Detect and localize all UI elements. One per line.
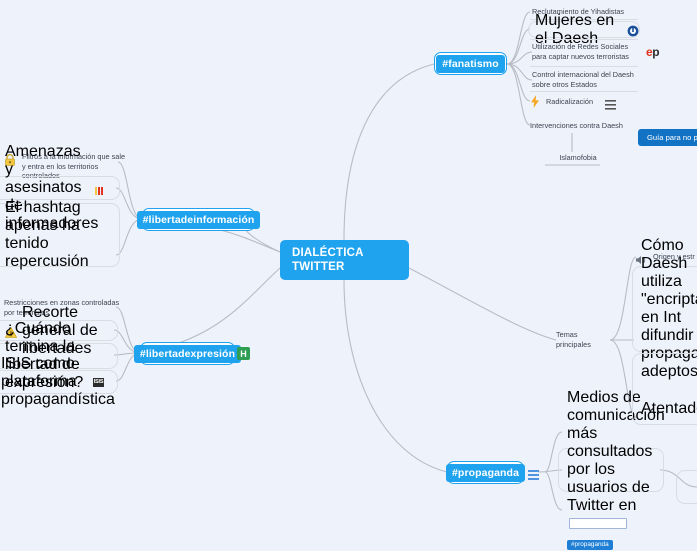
leaf-label: Control internacional del Daesh sobre ot… bbox=[532, 70, 634, 89]
leaf-label: Medios de comunicación más consultados p… bbox=[567, 389, 665, 514]
leaf-label: El hashtag apenas ha tenido repercusión bbox=[5, 199, 89, 270]
leaf-label: Temas principales bbox=[556, 330, 591, 349]
leaf-label: Filtros a la información que sale y entr… bbox=[22, 152, 126, 181]
leaf-card[interactable]: ¿Cuándo termina la libertad de expresión… bbox=[0, 320, 118, 391]
branch-node-libertadexpresion[interactable]: #libertadexpresión bbox=[133, 342, 242, 365]
central-node-line1: DIALÉCTICA bbox=[292, 247, 364, 259]
leaf-label: Atentados bbox=[641, 400, 697, 417]
leaf-label: Islamofobia bbox=[559, 153, 597, 163]
leaf-item[interactable]: Filtros a la información que sale y entr… bbox=[4, 152, 130, 180]
leaf-label: Mujeres en el Daesh bbox=[535, 11, 615, 47]
branch-label-fanatismo: #fanatismo bbox=[436, 54, 505, 73]
propaganda-tag[interactable]: #propaganda bbox=[567, 539, 613, 550]
leaf-label: ¿Cuándo termina la libertad de expresión… bbox=[5, 320, 84, 391]
guia-cta-button[interactable]: Guía para no parec bbox=[638, 129, 697, 146]
h-badge-icon[interactable]: H bbox=[237, 347, 250, 360]
branch-label-libertadeinformacion: #libertadeinformación bbox=[136, 210, 261, 229]
leaf-item[interactable]: Utilización de Redes Sociales para capta… bbox=[532, 42, 680, 62]
leaf-divider bbox=[530, 39, 638, 40]
leaf-item[interactable]: Intervenciones contra Daesh bbox=[530, 119, 650, 132]
leaf-label: Reclutamiento de Yihadistas bbox=[532, 7, 625, 17]
leaf-card[interactable]: Medios de comunicación más consultados p… bbox=[558, 389, 665, 550]
guia-cta-label: Guía para no parec bbox=[647, 133, 697, 142]
leaf-item[interactable]: Radicalización bbox=[530, 94, 642, 110]
branch-label-propaganda: #propaganda bbox=[445, 463, 526, 482]
leaf-item[interactable]: Control internacional del Daesh sobre ot… bbox=[532, 70, 644, 90]
speaker-icon bbox=[636, 252, 647, 264]
leaf-label: ISIS como plataforma propagandística bbox=[1, 355, 115, 408]
target-icon bbox=[627, 24, 639, 36]
leaf-card[interactable]: Atentados bbox=[632, 353, 697, 425]
leaf-card[interactable]: ISIS como plataforma propagandística ISI… bbox=[0, 355, 118, 408]
branch-label-libertadexpresion: #libertadexpresión bbox=[133, 344, 242, 363]
leaf-label: Utilización de Redes Sociales para capta… bbox=[532, 42, 629, 61]
leaf-card[interactable]: Mujeres en el Daesh bbox=[528, 12, 640, 47]
leaf-item[interactable]: Reclutamiento de Yihadistas bbox=[532, 5, 644, 19]
leaf-label: Amenazas y asesinatos de informadores bbox=[5, 143, 99, 232]
leaf-item[interactable]: Islamofobia bbox=[548, 152, 608, 164]
list-icon[interactable] bbox=[605, 97, 617, 110]
leaf-card[interactable]: Recorte general de libertades bbox=[0, 304, 118, 357]
central-node[interactable]: DIALÉCTICA TWITTER bbox=[280, 240, 409, 280]
leaf-card[interactable] bbox=[676, 470, 697, 504]
leaf-card[interactable]: Amenazas y asesinatos de informadores bbox=[0, 143, 120, 232]
leaf-card[interactable]: El hashtag apenas ha tenido repercusión bbox=[0, 199, 120, 270]
leaf-card[interactable]: Cómo Daesh utiliza "encriptado" en Int d… bbox=[632, 237, 697, 380]
branch-node-libertadeinformacion[interactable]: #libertadeinformación bbox=[136, 208, 261, 231]
leaf-divider bbox=[530, 66, 638, 67]
isis-icon: ISIS bbox=[93, 377, 104, 387]
warning-icon bbox=[4, 325, 18, 338]
leaf-label: Intervenciones contra Daesh bbox=[530, 120, 623, 130]
leaf-item-temas-principales[interactable]: Temas principales bbox=[556, 330, 612, 349]
leaf-label: Origen y estr bbox=[653, 252, 695, 262]
leaf-label: Restricciones en zonas controladas por t… bbox=[4, 298, 120, 317]
leaf-label: Recorte general de libertades bbox=[22, 303, 98, 357]
leaf-item[interactable]: Restricciones en zonas controladas por t… bbox=[4, 298, 124, 318]
list-icon[interactable] bbox=[528, 467, 539, 480]
central-node-line2: TWITTER bbox=[292, 260, 345, 273]
leaf-divider bbox=[530, 91, 638, 92]
red-bars-icon bbox=[95, 183, 105, 195]
branch-node-propaganda[interactable]: #propaganda bbox=[445, 461, 526, 484]
leaf-divider bbox=[530, 19, 638, 20]
leaf-label: Cómo Daesh utiliza "encriptado" en Int d… bbox=[641, 237, 697, 380]
leaf-label: Radicalización bbox=[546, 96, 594, 106]
lock-icon bbox=[4, 153, 16, 166]
mindmap-canvas: DIALÉCTICA TWITTER #fanatismo Reclutamie… bbox=[0, 5, 697, 550]
branch-node-fanatismo[interactable]: #fanatismo bbox=[434, 52, 507, 75]
leaf-item[interactable]: Origen y estr bbox=[636, 250, 697, 264]
bolt-icon bbox=[530, 95, 540, 108]
ep-logo-icon: ep bbox=[646, 45, 660, 59]
